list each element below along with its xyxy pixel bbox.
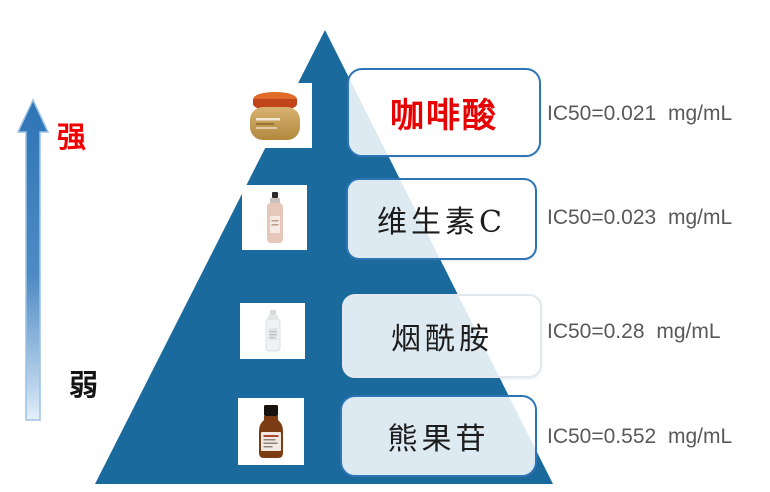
cream-jar-icon [250, 91, 300, 140]
niacinamide-ic50-value: IC50=0.28 mg/mL [547, 320, 721, 343]
niacinamide-product-photo [240, 303, 305, 359]
niacinamide-box: 烟酰胺 [342, 294, 542, 378]
cream-jar-product-photo [238, 83, 312, 148]
caffeic-acid-label: 咖啡酸 [390, 96, 498, 136]
vitamin-c-box: 维生素C [346, 178, 537, 260]
arbutin-product-photo [238, 398, 304, 465]
arbutin-box: 熊果苷 [340, 395, 537, 477]
niacinamide-label: 烟酰胺 [391, 322, 493, 357]
vitamin-c-ic50-value: IC50=0.023 mg/mL [547, 206, 733, 229]
amber-essence-bottle-icon [259, 404, 283, 458]
caffeic-acid-ic50-value: IC50=0.021 mg/mL [547, 102, 733, 125]
strong-axis-label: 强 [57, 122, 87, 154]
vitamin-c-label: 维生素C [377, 205, 506, 240]
serum-dropper-bottle-icon [266, 191, 283, 243]
caffeic-acid-box: 咖啡酸 [347, 68, 541, 157]
arbutin-ic50-value: IC50=0.552 mg/mL [547, 425, 733, 448]
arbutin-label: 熊果苷 [387, 422, 490, 457]
white-dropper-bottle-icon [265, 310, 280, 352]
weak-axis-label: 弱 [69, 370, 99, 402]
up-arrow-glyph [16, 98, 50, 421]
vitamin-c-serum-product-photo [242, 185, 307, 250]
potency-arrow-icon [16, 98, 50, 421]
